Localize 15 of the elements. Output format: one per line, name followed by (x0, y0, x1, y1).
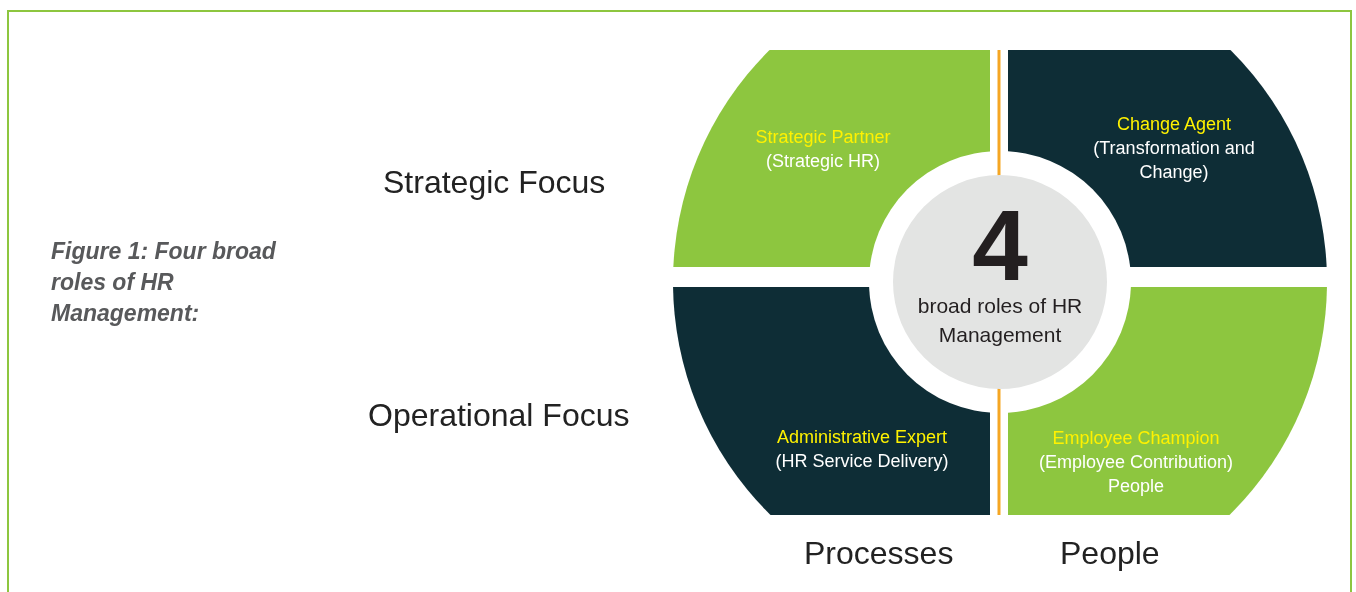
role-title: Employee Champion (1051, 427, 1221, 450)
role-title: Change Agent (1115, 113, 1233, 136)
big-number: 4 (972, 195, 1028, 295)
role-description: (Strategic HR) (765, 150, 881, 173)
axis-label: Strategic Focus (383, 163, 606, 201)
role-title: Strategic Partner (754, 126, 892, 149)
role-description: (Transformation and Change) (1092, 137, 1256, 184)
axis-label: Processes (804, 534, 954, 572)
center-text: broad roles of HR Management (916, 293, 1084, 348)
figure-caption: Figure 1: Four broad roles of HR Management: (51, 237, 277, 328)
axis-label: Operational Focus (368, 396, 630, 434)
axis-label: People (1060, 534, 1160, 572)
role-title: Administrative Expert (775, 426, 949, 449)
role-description: (HR Service Delivery) (774, 450, 950, 473)
role-description: (Employee Contribution) People (1037, 451, 1235, 498)
